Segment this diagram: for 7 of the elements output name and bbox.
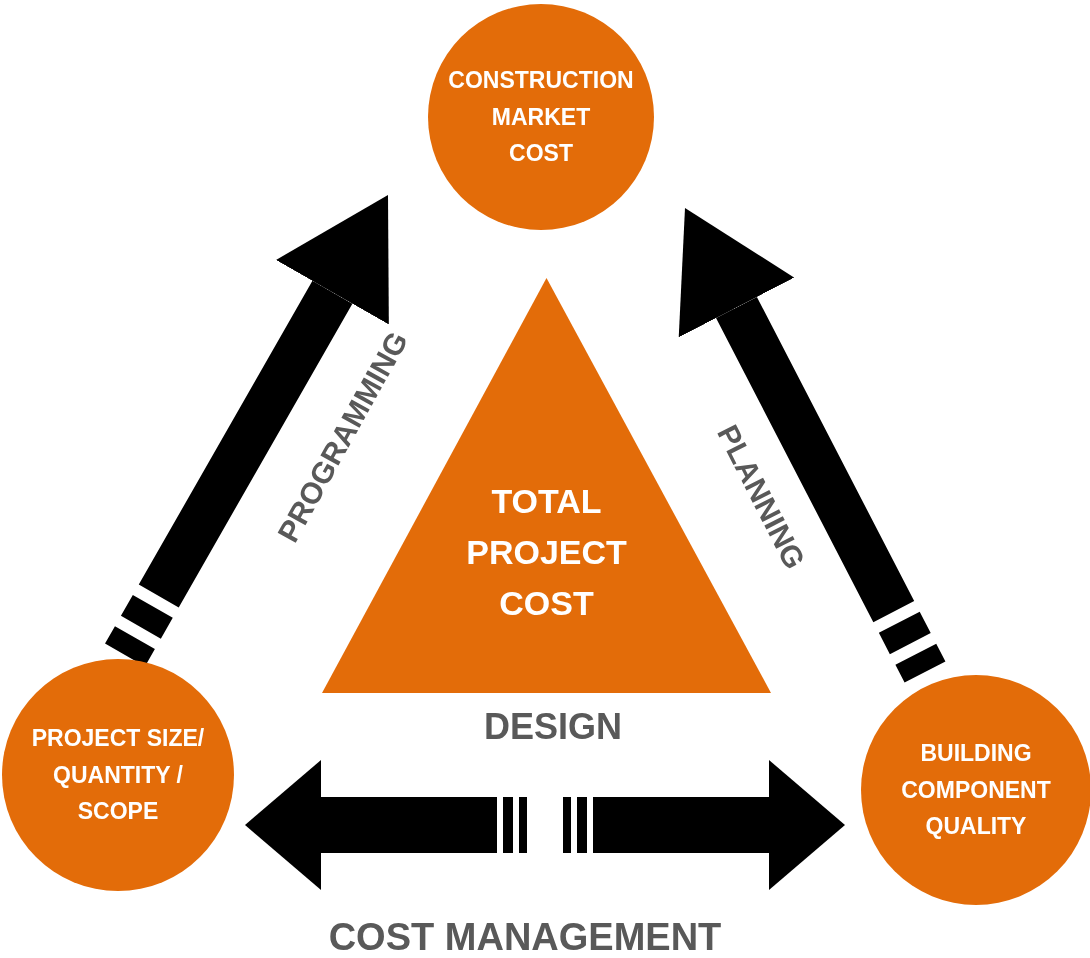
block-arrow bbox=[245, 760, 845, 890]
node-text: TOTAL PROJECT COST bbox=[465, 481, 628, 624]
edge-label: COST MANAGEMENT bbox=[328, 915, 722, 958]
node-text: CONSTRUCTION MARKET COST bbox=[447, 65, 635, 169]
node-text: PROJECT SIZE/ QUANTITY / SCOPE bbox=[30, 723, 206, 827]
node-text: BUILDING COMPONENT QUALITY bbox=[900, 738, 1052, 842]
label: DESIGN bbox=[484, 706, 622, 748]
